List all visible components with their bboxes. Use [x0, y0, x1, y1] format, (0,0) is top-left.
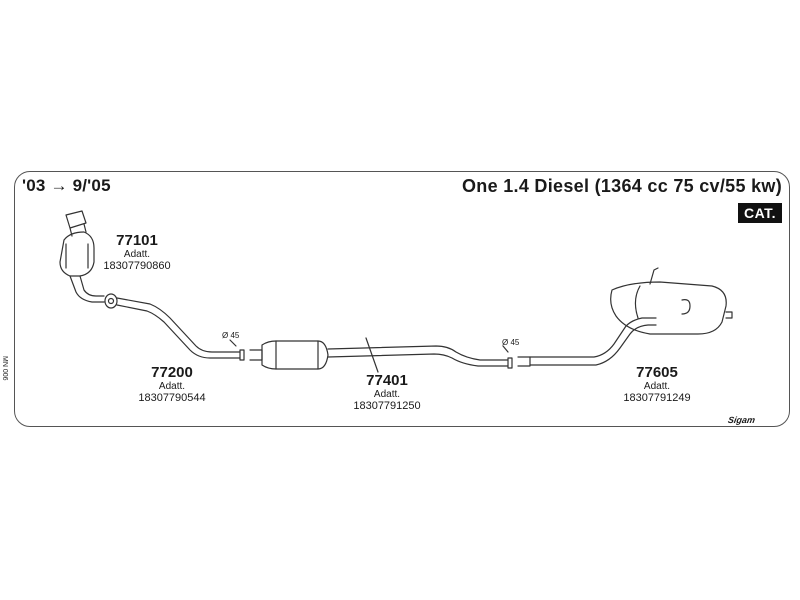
- part-label: Adatt.: [123, 249, 151, 260]
- part-code: 77200: [151, 364, 193, 381]
- centre-silencer-77401: [249, 337, 513, 373]
- front-pipe-77200: [116, 297, 245, 361]
- part-ref: 18307791250: [353, 400, 421, 412]
- part-77401: 77401 Adatt. 18307791250: [322, 372, 452, 412]
- diameter-value: 45: [510, 338, 520, 347]
- cat-badge: CAT.: [738, 203, 783, 223]
- part-ref: 18307791249: [623, 392, 691, 404]
- diameter-symbol: Ø: [222, 331, 229, 340]
- part-code: 77101: [116, 232, 158, 249]
- diameter-value: 45: [230, 331, 240, 340]
- part-label: Adatt.: [373, 389, 401, 400]
- model-title: One 1.4 Diesel (1364 cc 75 cv/55 kw): [462, 176, 782, 196]
- catalytic-converter-77101: [59, 210, 118, 309]
- part-77605: 77605 Adatt. 18307791249: [592, 364, 722, 404]
- sheet-code: MN 006: [1, 356, 8, 381]
- rear-silencer-77605: [517, 267, 733, 367]
- part-77101: 77101 Adatt. 18307790860: [72, 232, 202, 272]
- brand-logo: Sigam: [727, 415, 756, 425]
- part-label: Adatt.: [158, 381, 186, 392]
- diameter-symbol: Ø: [502, 338, 509, 347]
- part-code: 77401: [366, 372, 408, 389]
- part-code: 77605: [636, 364, 678, 381]
- part-label: Adatt.: [643, 381, 671, 392]
- date-range: '03 → 9/'05: [22, 176, 111, 195]
- part-ref: 18307790544: [138, 392, 206, 404]
- diameter-label-1: Ø 45: [222, 331, 239, 340]
- part-ref: 18307790860: [103, 260, 171, 272]
- diameter-label-2: Ø 45: [502, 338, 519, 347]
- part-77200: 77200 Adatt. 18307790544: [107, 364, 237, 404]
- diagram-frame: [14, 171, 790, 427]
